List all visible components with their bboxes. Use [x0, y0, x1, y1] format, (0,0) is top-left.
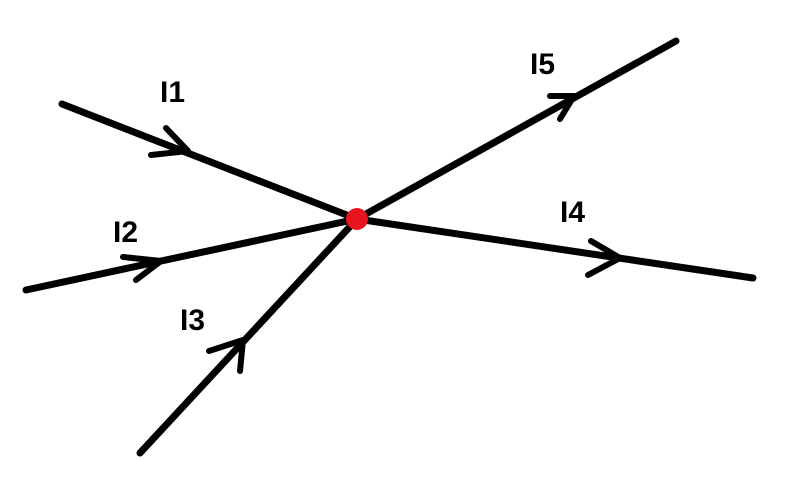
label-i1: I1 [160, 76, 185, 109]
arrow-i1-icon [148, 125, 191, 158]
arrow-i3-icon [206, 337, 246, 374]
arrow-i4-icon [585, 238, 623, 278]
label-i3: I3 [180, 304, 205, 337]
arrow-i2-icon [120, 254, 164, 283]
current-branch-i4: I4 [353, 196, 757, 282]
junction-node [346, 208, 368, 230]
wire-i4 [353, 215, 757, 282]
wire-i1 [58, 100, 361, 223]
label-i2: I2 [113, 216, 138, 249]
current-branch-i5: I5 [353, 37, 680, 223]
wire-i5 [353, 37, 680, 223]
label-i4: I4 [560, 196, 585, 229]
current-branch-i2: I2 [22, 215, 361, 294]
wire-i3 [136, 215, 361, 457]
arrow-i5-icon [547, 93, 577, 122]
label-i5: I5 [530, 48, 555, 81]
current-branch-i1: I1 [58, 76, 361, 223]
current-branch-i3: I3 [136, 215, 361, 457]
wire-i2 [22, 215, 361, 294]
